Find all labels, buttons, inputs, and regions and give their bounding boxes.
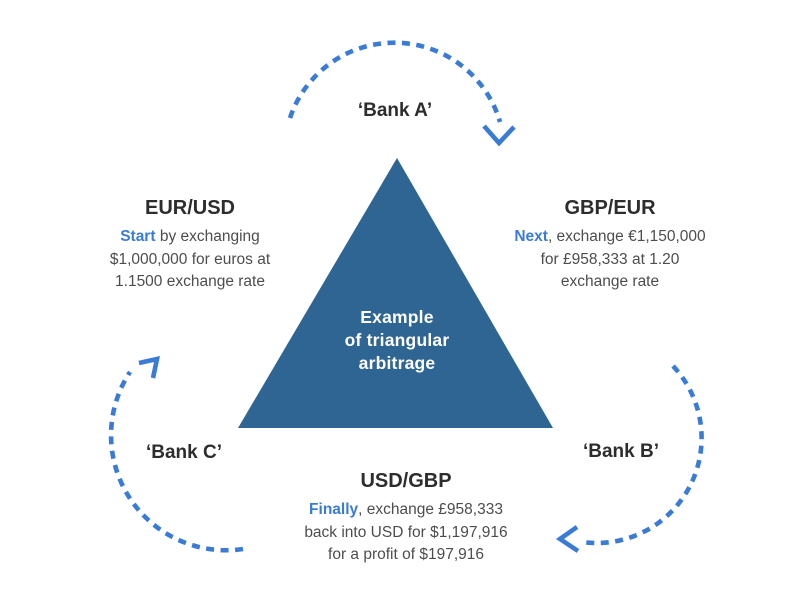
step-lead-word: Start: [120, 228, 156, 245]
bank-b-label: ‘Bank B’: [582, 441, 660, 462]
caption-line: of triangular: [344, 330, 450, 350]
arrowhead-left-icon: [555, 525, 580, 553]
step-line: $1,000,000 for euros at: [109, 250, 271, 268]
arrowhead-up-right-icon: [138, 355, 160, 379]
dashed-arc-top-icon: [287, 40, 503, 123]
step-line: exchange rate: [560, 273, 660, 290]
pair-title-usd-gbp: USD/GBP: [360, 470, 452, 492]
step-line: for £958,333 at 1.20: [540, 250, 680, 268]
step-description-eur-usd: Start by exchanging $1,000,000 for euros…: [60, 226, 320, 294]
step-line: 1.1500 exchange rate: [115, 273, 265, 290]
dashed-arc-bottom-left-icon: [108, 370, 244, 553]
step-line: for a profit of $197,916: [328, 546, 484, 563]
pair-title-gbp-eur: GBP/EUR: [564, 197, 656, 219]
step-lead-word: Finally: [309, 501, 359, 518]
step-line: back into USD for $1,197,916: [304, 523, 508, 541]
caption-line: Example: [360, 307, 434, 327]
arrowhead-down-icon: [482, 124, 516, 147]
caption-line: arbitrage: [358, 353, 436, 373]
triangle-caption: Example of triangular arbitrage: [297, 306, 497, 375]
step-line1-rest: by exchanging: [155, 228, 260, 245]
step-gbp-eur: GBP/EUR Next, exchange €1,150,000 for £9…: [480, 197, 740, 294]
step-line1-rest: , exchange €1,150,000: [547, 228, 706, 245]
step-line: Next, exchange €1,150,000: [480, 226, 740, 249]
step-eur-usd: EUR/USD Start by exchanging $1,000,000 f…: [60, 197, 320, 294]
step-line: Start by exchanging: [60, 226, 320, 249]
bank-a-label: ‘Bank A’: [357, 100, 433, 121]
step-line1-rest: , exchange £958,333: [358, 501, 503, 518]
step-lead-word: Next: [514, 228, 548, 245]
step-description-gbp-eur: Next, exchange €1,150,000 for £958,333 a…: [480, 226, 740, 294]
pair-title-eur-usd: EUR/USD: [144, 197, 235, 219]
bank-c-label: ‘Bank C’: [145, 442, 223, 463]
step-usd-gbp: USD/GBP Finally, exchange £958,333 back …: [276, 470, 536, 567]
dashed-arc-bottom-right-icon: [581, 364, 704, 546]
step-line: Finally, exchange £958,333: [276, 499, 536, 522]
step-description-usd-gbp: Finally, exchange £958,333 back into USD…: [276, 499, 536, 567]
triangle-shape: [238, 158, 553, 428]
